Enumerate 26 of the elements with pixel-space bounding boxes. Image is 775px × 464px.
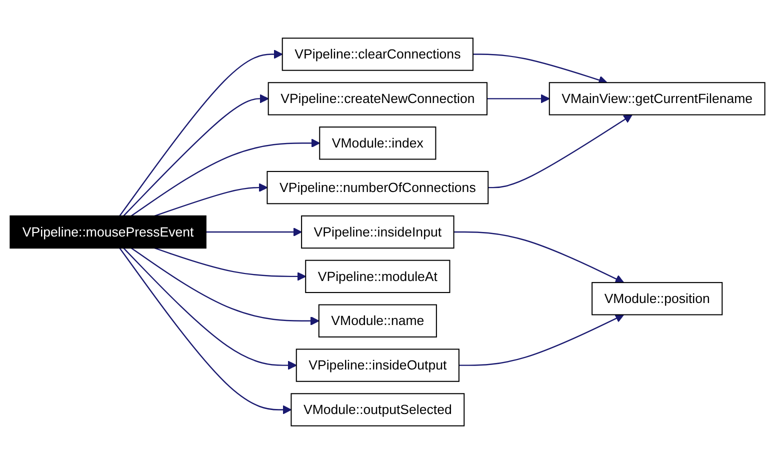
arrow: [123, 248, 297, 370]
node-box: VPipeline::numberOfConnections: [266, 170, 489, 204]
arrow: [130, 248, 320, 326]
arrow: [154, 183, 268, 216]
arrow: [123, 94, 269, 216]
node-box: VModule::outputSelected: [290, 393, 465, 426]
node-box: VPipeline::insideInput: [301, 215, 454, 249]
arrow: [130, 138, 320, 216]
arrow: [487, 94, 550, 104]
node-box: VPipeline::createNewConnection: [268, 82, 488, 116]
arrow: [119, 50, 283, 216]
arrow: [454, 231, 624, 284]
node-box: VPipeline::moduleAt: [305, 260, 450, 294]
arrow: [206, 228, 302, 236]
node-box: VModule::position: [592, 282, 723, 316]
arrow: [458, 314, 624, 366]
node-box: VPipeline::mousePressEvent: [10, 215, 206, 249]
arrow: [488, 114, 632, 188]
node-box: VPipeline::insideOutput: [296, 348, 460, 382]
arrow: [472, 54, 608, 84]
node-box: VPipeline::clearConnections: [282, 38, 474, 71]
arrow: [119, 248, 292, 414]
arrow: [154, 248, 306, 281]
node-box: VModule::index: [319, 126, 436, 160]
node-box: VModule::name: [318, 304, 437, 338]
node-box: VMainView::getCurrentFilename: [548, 82, 766, 116]
